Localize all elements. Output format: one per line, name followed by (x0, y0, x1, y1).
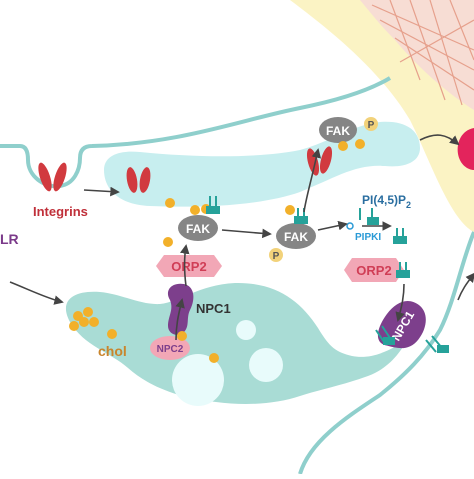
plasma-membrane-right (298, 231, 474, 475)
pathway-arrows (9, 134, 474, 341)
orp2-right-label: ORP2 (356, 263, 391, 278)
arrow-to-leading-edge (419, 134, 460, 146)
orp2-right-shape (344, 258, 404, 282)
fak-mid-label: FAK (186, 222, 210, 236)
arrow-orp2-down (395, 283, 405, 322)
arrow-fak-right-to-pipki (317, 220, 348, 231)
fak-right-label: FAK (284, 230, 308, 244)
fak-mid (178, 215, 218, 241)
plasma-membrane (0, 76, 392, 189)
pip2-label: PI(4,5)P2 (362, 193, 411, 210)
arrow-integrin-to-tubule (83, 186, 120, 197)
integrin-membrane (38, 162, 67, 192)
arrow-endosome-right-up (457, 272, 474, 301)
integrins-label: Integrins (33, 204, 88, 219)
fak-top (319, 117, 357, 143)
npc2-shape (150, 336, 190, 360)
arrow-up-to-fak-top (303, 148, 322, 213)
vesicle (249, 348, 283, 382)
cholesterol-dot (190, 205, 200, 215)
cholesterol-cluster (69, 307, 99, 331)
arrow-ldlr-to-endosome (9, 281, 64, 305)
orp2-left-shape (156, 255, 222, 277)
ecm-pink-region (360, 0, 474, 110)
phospho-top (364, 117, 378, 131)
fak-right (276, 223, 316, 249)
cholesterol-dot (338, 141, 348, 151)
cholesterol-dot (177, 331, 187, 341)
arrow-fak-mid-to-fak-right (221, 228, 272, 239)
cholesterol-dot (107, 329, 117, 339)
orp2-left-label: ORP2 (171, 259, 206, 274)
vesicle (172, 354, 224, 406)
chol-label: chol (98, 343, 127, 359)
pip-lipid (375, 325, 395, 345)
cholesterol-dot (163, 237, 173, 247)
arrow-npc2-to-npc1 (175, 298, 185, 341)
fak-top-label: FAK (326, 124, 350, 138)
vesicle (236, 320, 256, 340)
pipki-dot (346, 222, 354, 230)
arrow-endosome-to-fak (180, 244, 190, 287)
pipki-lipids (359, 208, 379, 225)
cholesterol-dot (209, 353, 219, 363)
leading-edge-marker (457, 128, 474, 170)
phospho-right (269, 248, 283, 262)
phospho-top-label: P (368, 120, 375, 131)
pip-lipid (396, 262, 410, 278)
pip-lipid (206, 196, 220, 214)
pip-lipid (425, 335, 449, 353)
integrin-recycling (306, 146, 333, 176)
pipki-label: PIPKI (355, 232, 381, 243)
cholesterol-dot (355, 139, 365, 149)
late-endosome (65, 282, 408, 404)
ecm-fibers (371, 0, 474, 106)
pip-lipid (294, 208, 308, 224)
ldlr-label: LR (0, 231, 19, 247)
npc2-label: NPC2 (157, 344, 184, 355)
integrin-tubule (126, 167, 151, 193)
phospho-right-label: P (273, 251, 280, 262)
cholesterol-dot (165, 198, 175, 208)
pip-lipid (393, 228, 407, 244)
npc1-left-shape (167, 283, 194, 335)
npc1-left-label: NPC1 (196, 301, 231, 316)
cholesterol-dot (285, 205, 295, 215)
